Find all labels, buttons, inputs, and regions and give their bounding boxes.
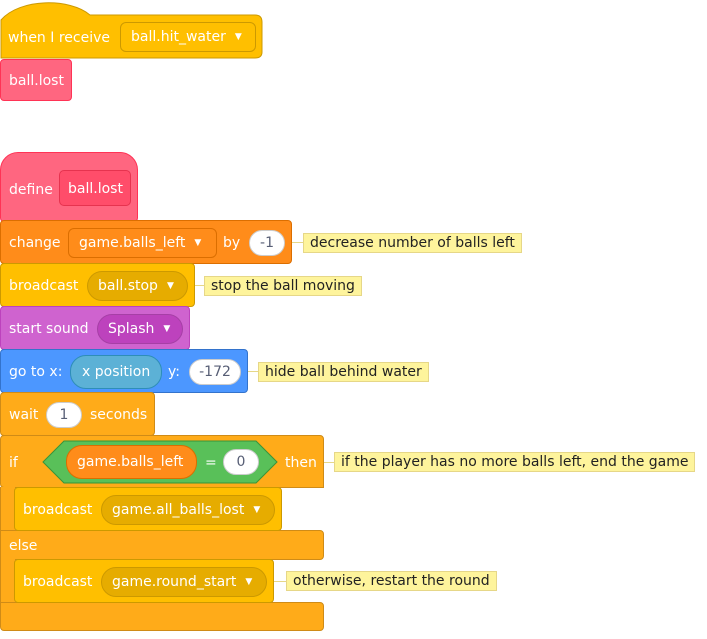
y-input[interactable]: -172 [189, 359, 241, 385]
define-prototype[interactable]: ball.lost [59, 170, 131, 206]
chevron-down-icon: ▼ [234, 32, 242, 42]
sound-dropdown-value: Splash [108, 321, 155, 337]
broadcast-message-dropdown[interactable]: ball.stop ▼ [87, 271, 188, 301]
broadcast-label: broadcast [9, 278, 79, 294]
broadcast-label: broadcast [23, 502, 93, 518]
balls-left-reporter-value: game.balls_left [77, 454, 184, 470]
ball-lost-call-label: ball.lost [9, 73, 64, 89]
balls-left-reporter[interactable]: game.balls_left [66, 445, 197, 479]
ball-lost-call-block[interactable]: ball.lost [0, 59, 72, 101]
else-header: else [0, 530, 324, 560]
go-to-xy-block[interactable]: go to x: x position y: -172 [0, 349, 248, 393]
comment-else[interactable]: otherwise, restart the round [286, 571, 497, 591]
if-else-footer [0, 602, 324, 631]
chevron-down-icon: ▼ [245, 576, 253, 587]
else-label: else [9, 538, 38, 554]
wait-label: wait [9, 407, 39, 423]
broadcast-block[interactable]: broadcast ball.stop ▼ [0, 263, 195, 307]
comment-connector [324, 462, 334, 463]
change-label: change [9, 235, 61, 251]
wait-block[interactable]: wait 1 seconds [0, 392, 155, 436]
y-label: y: [168, 364, 180, 380]
go-to-x-label: go to x: [9, 364, 63, 380]
broadcast-message-dropdown[interactable]: game.all_balls_lost ▼ [101, 495, 275, 525]
start-sound-label: start sound [9, 321, 89, 337]
comment-connector [274, 581, 286, 582]
comment-broadcast-stop[interactable]: stop the ball moving [204, 276, 362, 296]
if-label: if [9, 455, 18, 471]
comment-connector [248, 371, 258, 372]
broadcast-message-value: game.all_balls_lost [112, 502, 245, 518]
comment-change[interactable]: decrease number of balls left [303, 233, 522, 253]
chevron-down-icon: ▼ [253, 504, 261, 515]
message-dropdown[interactable]: ball.hit_water ▼ [120, 22, 256, 52]
broadcast-all-balls-lost-block[interactable]: broadcast game.all_balls_lost ▼ [14, 487, 282, 531]
broadcast-message-dropdown[interactable]: game.round_start ▼ [101, 567, 267, 597]
comment-if[interactable]: if the player has no more balls left, en… [334, 452, 696, 472]
broadcast-message-value: game.round_start [112, 574, 237, 590]
chevron-down-icon: ▼ [194, 237, 202, 248]
change-variable-block[interactable]: change game.balls_left ▼ by -1 [0, 220, 292, 264]
comment-connector [292, 242, 304, 243]
variable-dropdown[interactable]: game.balls_left ▼ [68, 228, 217, 258]
sound-dropdown[interactable]: Splash ▼ [97, 314, 183, 344]
message-dropdown-value: ball.hit_water [131, 29, 226, 45]
compare-value-input[interactable]: 0 [223, 449, 259, 475]
else-arm-left [0, 559, 15, 603]
broadcast-message-value: ball.stop [98, 278, 158, 294]
x-position-value: x position [82, 364, 151, 380]
broadcast-label: broadcast [23, 574, 93, 590]
when-i-receive-label: when I receive [8, 30, 110, 46]
broadcast-round-start-block[interactable]: broadcast game.round_start ▼ [14, 559, 274, 603]
by-label: by [223, 235, 241, 251]
wait-seconds-input[interactable]: 1 [46, 402, 82, 428]
variable-dropdown-value: game.balls_left [79, 235, 186, 251]
start-sound-block[interactable]: start sound Splash ▼ [0, 306, 190, 350]
x-position-reporter[interactable]: x position [70, 355, 162, 389]
chevron-down-icon: ▼ [163, 323, 171, 334]
define-name: ball.lost [68, 181, 123, 197]
comment-goto[interactable]: hide ball behind water [258, 362, 429, 382]
equals-operator-label: = [205, 455, 217, 471]
if-arm-left [0, 487, 15, 531]
define-label: define [9, 182, 53, 198]
seconds-label: seconds [90, 407, 148, 423]
then-label: then [285, 455, 317, 471]
comment-connector [195, 285, 205, 286]
change-amount-input[interactable]: -1 [249, 230, 285, 256]
chevron-down-icon: ▼ [166, 280, 174, 291]
